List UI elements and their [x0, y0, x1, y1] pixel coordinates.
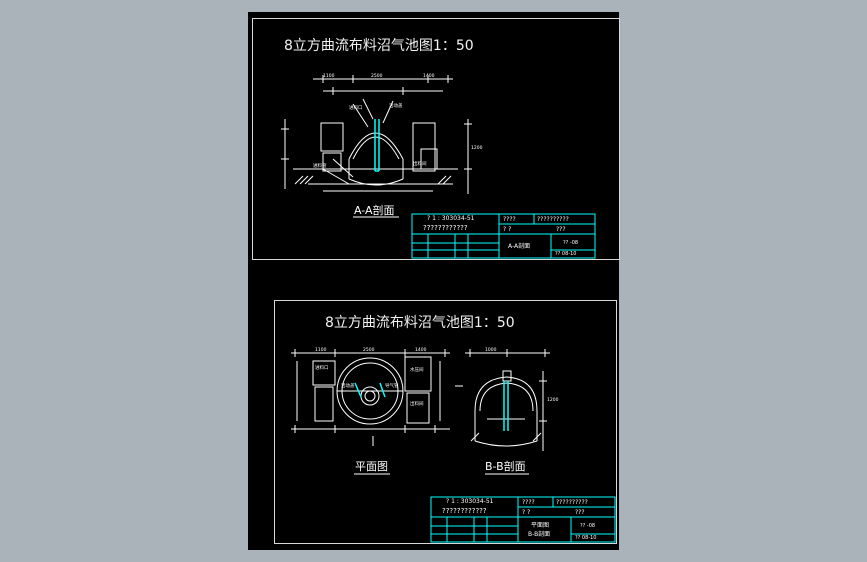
view-label-plan: 平面图	[355, 460, 388, 473]
drawing-number: ? 1 : 303034-51	[427, 215, 475, 222]
title-block-note: ????????????	[423, 224, 468, 232]
title-block-cell: ???	[556, 226, 566, 233]
svg-text:活动盖: 活动盖	[389, 102, 403, 109]
svg-text:2500: 2500	[363, 347, 375, 353]
svg-text:出料间: 出料间	[410, 400, 424, 407]
title-block-cell: ???	[575, 509, 585, 516]
svg-text:水压间: 水压间	[410, 366, 424, 373]
section-aa-drawing: 1100 2500 1400 进料口 活动盖 进料管 出料间 1200	[281, 73, 483, 218]
title-block-cell: ?? 08-10	[555, 251, 577, 257]
sheet-title: 8立方曲流布料沼气池图1：50	[284, 38, 474, 54]
svg-text:1200: 1200	[471, 145, 483, 151]
title-block-cell: ?? -08	[580, 523, 596, 529]
drawing-sheet-a: 8立方曲流布料沼气池图1：50	[252, 18, 620, 260]
title-block-note: ????????????	[442, 507, 487, 515]
svg-text:2500: 2500	[371, 73, 383, 79]
title-block-view: A-A剖面	[508, 243, 531, 250]
svg-text:1100: 1100	[323, 73, 335, 79]
title-block-cell: ????	[522, 499, 535, 506]
title-block-cell: ??????????	[537, 216, 569, 223]
title-block-b	[430, 496, 616, 543]
title-block-view: B-B剖面	[528, 531, 551, 538]
svg-text:1400: 1400	[423, 73, 435, 79]
svg-text:出料间: 出料间	[413, 160, 427, 167]
drawing-sheet-b: 8立方曲流布料沼气池图1：50	[274, 300, 617, 544]
svg-text:进料管: 进料管	[313, 162, 327, 169]
title-block-a	[411, 213, 596, 259]
drawing-number: ? 1 : 303034-51	[446, 498, 494, 505]
view-label-bb: B-B剖面	[485, 460, 526, 473]
title-block-cell: ? ?	[522, 509, 531, 516]
svg-text:进料口: 进料口	[315, 364, 329, 371]
title-block-cell: ? ?	[503, 226, 512, 233]
svg-text:1100: 1100	[315, 347, 327, 353]
title-block-cell: ????	[503, 216, 516, 223]
svg-text:1200: 1200	[547, 397, 559, 403]
sheet-title: 8立方曲流布料沼气池图1：50	[325, 315, 515, 331]
title-block-cell: ??????????	[556, 499, 588, 506]
svg-text:进料口: 进料口	[349, 104, 363, 111]
view-label-aa: A-A剖面	[354, 204, 395, 217]
svg-text:1000: 1000	[485, 347, 497, 353]
title-block-cell: ?? -08	[563, 240, 579, 246]
svg-text:导气管: 导气管	[385, 382, 399, 389]
title-block-cell: ?? 08-10	[575, 535, 597, 541]
plan-and-section-drawing: 进料口 水压间 活动盖 导气管 出料间 1100 2500 1400 1000 …	[291, 347, 559, 475]
svg-text:活动盖: 活动盖	[341, 382, 355, 389]
drawing-canvas: 8立方曲流布料沼气池图1：50	[248, 12, 620, 550]
title-block-view: 平面图	[531, 522, 550, 529]
svg-text:1400: 1400	[415, 347, 427, 353]
